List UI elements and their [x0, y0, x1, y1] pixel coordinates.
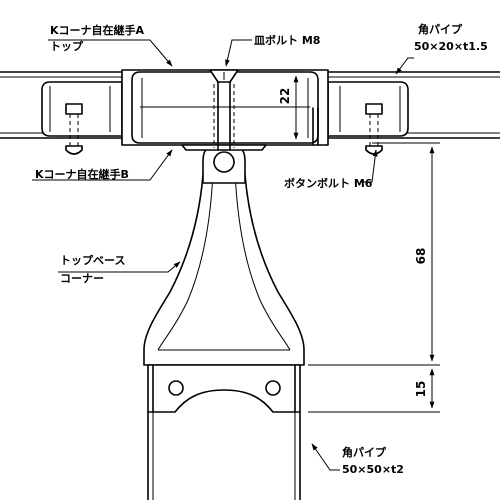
label-corner-joint-b: Kコーナ自在継手B — [35, 167, 129, 181]
dimension-joint-height: 22 — [278, 71, 304, 144]
label-button-bolt: ボタンボルト M6 — [284, 176, 373, 190]
label-top-base-corner: コーナー — [60, 272, 104, 285]
dimension-plate-height: 15 — [308, 368, 440, 413]
label-top-base: トップベース — [60, 253, 125, 267]
top-base-corner — [143, 138, 305, 366]
dim-22-label: 22 — [278, 88, 292, 105]
flat-bolt-m8 — [209, 69, 239, 151]
dimension-base-height: 68 — [308, 142, 440, 366]
plate-hole-left — [168, 380, 184, 396]
label-square-pipe-bottom: 角パイプ — [342, 445, 387, 459]
base-plate — [147, 364, 301, 413]
label-square-pipe-top-size: 50×20×t1.5 — [414, 40, 488, 53]
label-square-pipe-bottom-size: 50×50×t2 — [342, 463, 404, 476]
label-corner-joint-a-top: トップ — [50, 39, 84, 53]
label-square-pipe-top: 角パイプ — [418, 22, 463, 36]
label-flat-bolt: 皿ボルト M8 — [254, 33, 320, 47]
leader-lines — [32, 39, 414, 471]
bottom-square-pipe — [147, 411, 301, 500]
corner-joint-a-top — [121, 69, 329, 151]
dim-15-label: 15 — [414, 381, 428, 398]
corner-joint-b — [41, 81, 409, 137]
label-corner-joint-a: Kコーナ自在継手A — [50, 23, 145, 37]
dim-68-label: 68 — [414, 248, 428, 265]
button-bolt-left — [65, 103, 83, 155]
plate-hole-right — [265, 380, 281, 396]
